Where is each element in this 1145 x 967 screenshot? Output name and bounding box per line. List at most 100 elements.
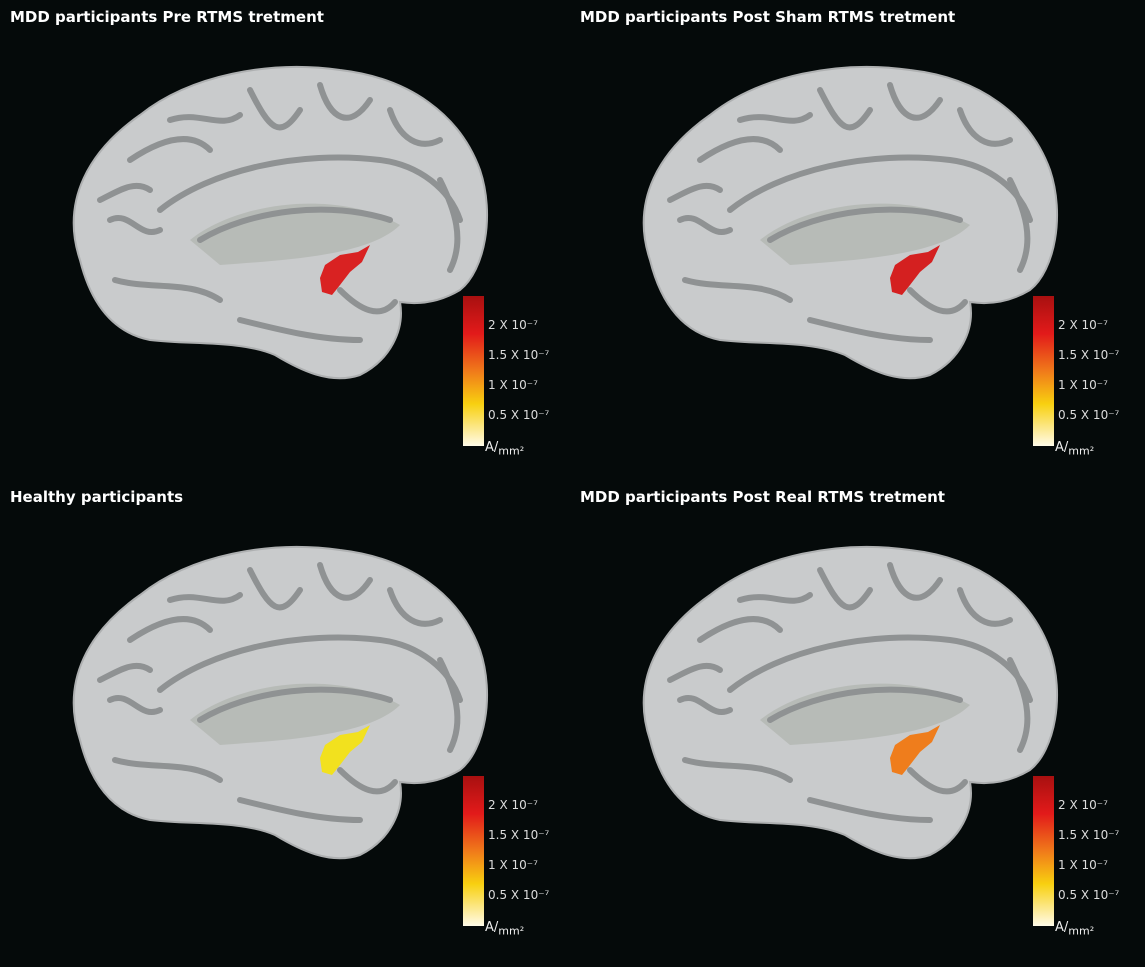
colorbar-tick-label: 2 X 10⁻⁷ [1058,318,1108,332]
sulcus [907,287,968,315]
colorbar-tick-label: 0.5 X 10⁻⁷ [488,408,550,422]
colorbar-unit: A/mm² [1055,920,1095,938]
unit-denominator: mm² [1068,924,1095,938]
activation-region [320,245,370,295]
colorbar-unit: A/mm² [485,440,525,458]
colorbar-tick-label: 1 X 10⁻⁷ [1058,858,1108,872]
sulcus [1007,177,1031,273]
sulcus [197,206,393,243]
colorbar-tick-label: 2 X 10⁻⁷ [488,798,538,812]
panel-title: Healthy participants [10,488,184,506]
sulcus [727,634,1033,703]
sulcus [737,592,813,604]
colorbar-tick-label: 2 X 10⁻⁷ [488,318,538,332]
colorbar-tick-label: 1 X 10⁻⁷ [1058,378,1108,392]
sulcus [957,587,1013,627]
brain-panel: MDD participants Post Real RTMS tretment… [570,480,1140,960]
colorbar-tick-label: 0.5 X 10⁻⁷ [1058,888,1120,902]
brain-surface-image [72,66,489,380]
sulcus [247,87,303,131]
sulcus [97,182,153,203]
sulcus [767,686,963,723]
activation-region [890,245,940,295]
sulcus [237,317,363,343]
sulcus [727,154,1033,223]
sulcus [317,562,373,601]
sulcus [1007,657,1031,753]
panel-title: MDD participants Post Real RTMS tretment [580,488,945,506]
sulcus [737,112,813,124]
colorbar-tick-label: 1.5 X 10⁻⁷ [488,348,550,362]
sulcus [437,177,461,273]
brain-surface-image [642,66,1059,380]
unit-denominator: mm² [498,444,525,458]
sulcus [387,587,443,627]
colorbar [463,296,484,446]
sulcus [667,662,723,683]
sulcus [667,182,723,203]
activation-region [320,725,370,775]
colorbar [1033,296,1054,446]
sulcus [677,695,733,715]
brain-panel: MDD participants Post Sham RTMS tretment… [570,0,1140,480]
sulcus [767,206,963,243]
sulcus [957,107,1013,147]
sulcus [337,767,398,795]
colorbar-tick-label: 1 X 10⁻⁷ [488,858,538,872]
sulcus [682,757,793,783]
sulcus [157,634,463,703]
sulcus [697,136,783,163]
colorbar-tick-label: 1.5 X 10⁻⁷ [488,828,550,842]
sulcus [817,87,873,131]
unit-denominator: mm² [1068,444,1095,458]
sulcus [97,662,153,683]
unit-numerator: A [485,440,494,455]
sulcus [167,592,243,604]
colorbar-tick-label: 0.5 X 10⁻⁷ [1058,408,1120,422]
sulcus [317,82,373,121]
brain-surface-image [72,546,489,860]
colorbar-unit: A/mm² [1055,440,1095,458]
sulcus [887,562,943,601]
unit-numerator: A [485,920,494,935]
sulcus [127,616,213,643]
unit-numerator: A [1055,920,1064,935]
sulcus [247,567,303,611]
colorbar [463,776,484,926]
brain-surface-image [642,546,1059,860]
sulcus [887,82,943,121]
sulcus [697,616,783,643]
colorbar-tick-label: 2 X 10⁻⁷ [1058,798,1108,812]
sulcus [387,107,443,147]
sulcus [127,136,213,163]
activation-region [890,725,940,775]
sulcus [112,277,223,303]
sulcus [677,215,733,235]
sulcus [112,757,223,783]
colorbar-unit: A/mm² [485,920,525,938]
colorbar-tick-label: 1 X 10⁻⁷ [488,378,538,392]
sulcus [107,695,163,715]
sulcus [157,154,463,223]
panel-title: MDD participants Pre RTMS tretment [10,8,324,26]
unit-numerator: A [1055,440,1064,455]
sulcus [682,277,793,303]
panel-title: MDD participants Post Sham RTMS tretment [580,8,956,26]
colorbar-tick-label: 0.5 X 10⁻⁷ [488,888,550,902]
brain-panel: Healthy participants 2 X 10⁻⁷ 1.5 X 10⁻⁷ 1… [0,480,570,960]
sulcus [237,797,363,823]
colorbar [1033,776,1054,926]
sulcus [107,215,163,235]
brain-panel: MDD participants Pre RTMS tretment 2 X 1… [0,0,570,480]
unit-denominator: mm² [498,924,525,938]
sulcus [437,657,461,753]
sulcus [807,797,933,823]
sulcus [807,317,933,343]
sulcus [197,686,393,723]
sulcus [817,567,873,611]
sulcus [337,287,398,315]
sulcus [167,112,243,124]
sulcus [907,767,968,795]
colorbar-tick-label: 1.5 X 10⁻⁷ [1058,828,1120,842]
colorbar-tick-label: 1.5 X 10⁻⁷ [1058,348,1120,362]
